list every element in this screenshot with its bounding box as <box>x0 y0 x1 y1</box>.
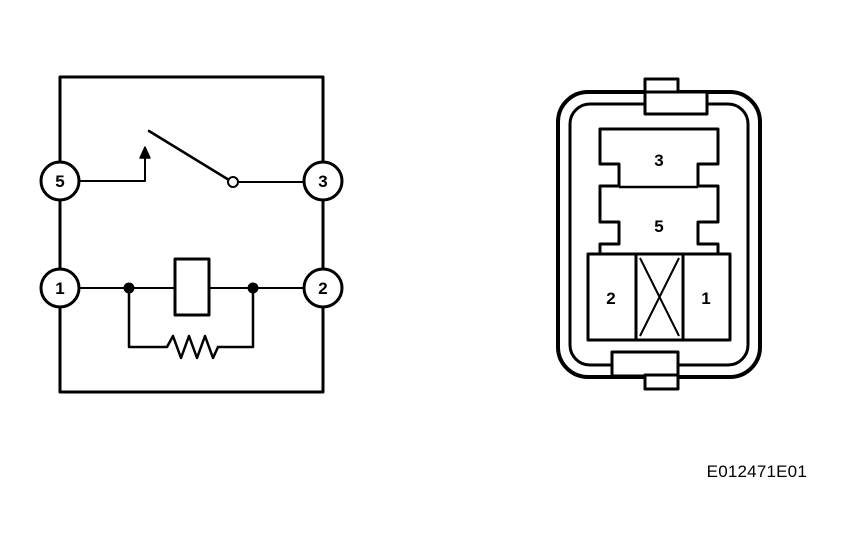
switch-pivot <box>227 176 239 188</box>
terminal-2-label: 2 <box>318 279 327 298</box>
relay-connector <box>556 77 762 391</box>
connector-bottom-latch-base <box>610 350 680 378</box>
cavity-3-label: 3 <box>654 151 663 170</box>
cavity-2-label: 2 <box>606 289 615 308</box>
switch-wire-left <box>79 152 146 182</box>
terminal-3 <box>302 160 344 202</box>
frame-bottom-wire <box>58 306 325 394</box>
resistor-wire <box>127 286 255 360</box>
terminal-5 <box>39 160 81 202</box>
terminal-2 <box>302 267 344 309</box>
frame-top-wire <box>58 75 325 164</box>
connector-top-latch-base <box>643 90 709 116</box>
relay-schematic <box>39 75 344 394</box>
figure-reference-code: E012471E01 <box>706 462 807 481</box>
cavity-blank-cross <box>639 257 680 337</box>
switch-stop-arrow <box>139 146 151 159</box>
terminal-1 <box>39 267 81 309</box>
connector-bottom-latch <box>643 373 680 391</box>
cavity-5-label: 5 <box>654 217 663 236</box>
switch-blade <box>147 129 231 182</box>
terminal-1-label: 1 <box>55 279 64 298</box>
terminal-5-label: 5 <box>55 172 64 191</box>
cavity-1-label: 1 <box>701 289 710 308</box>
cavity-1 <box>681 252 732 342</box>
terminal-3-label: 3 <box>318 172 327 191</box>
relay-coil <box>173 257 211 317</box>
